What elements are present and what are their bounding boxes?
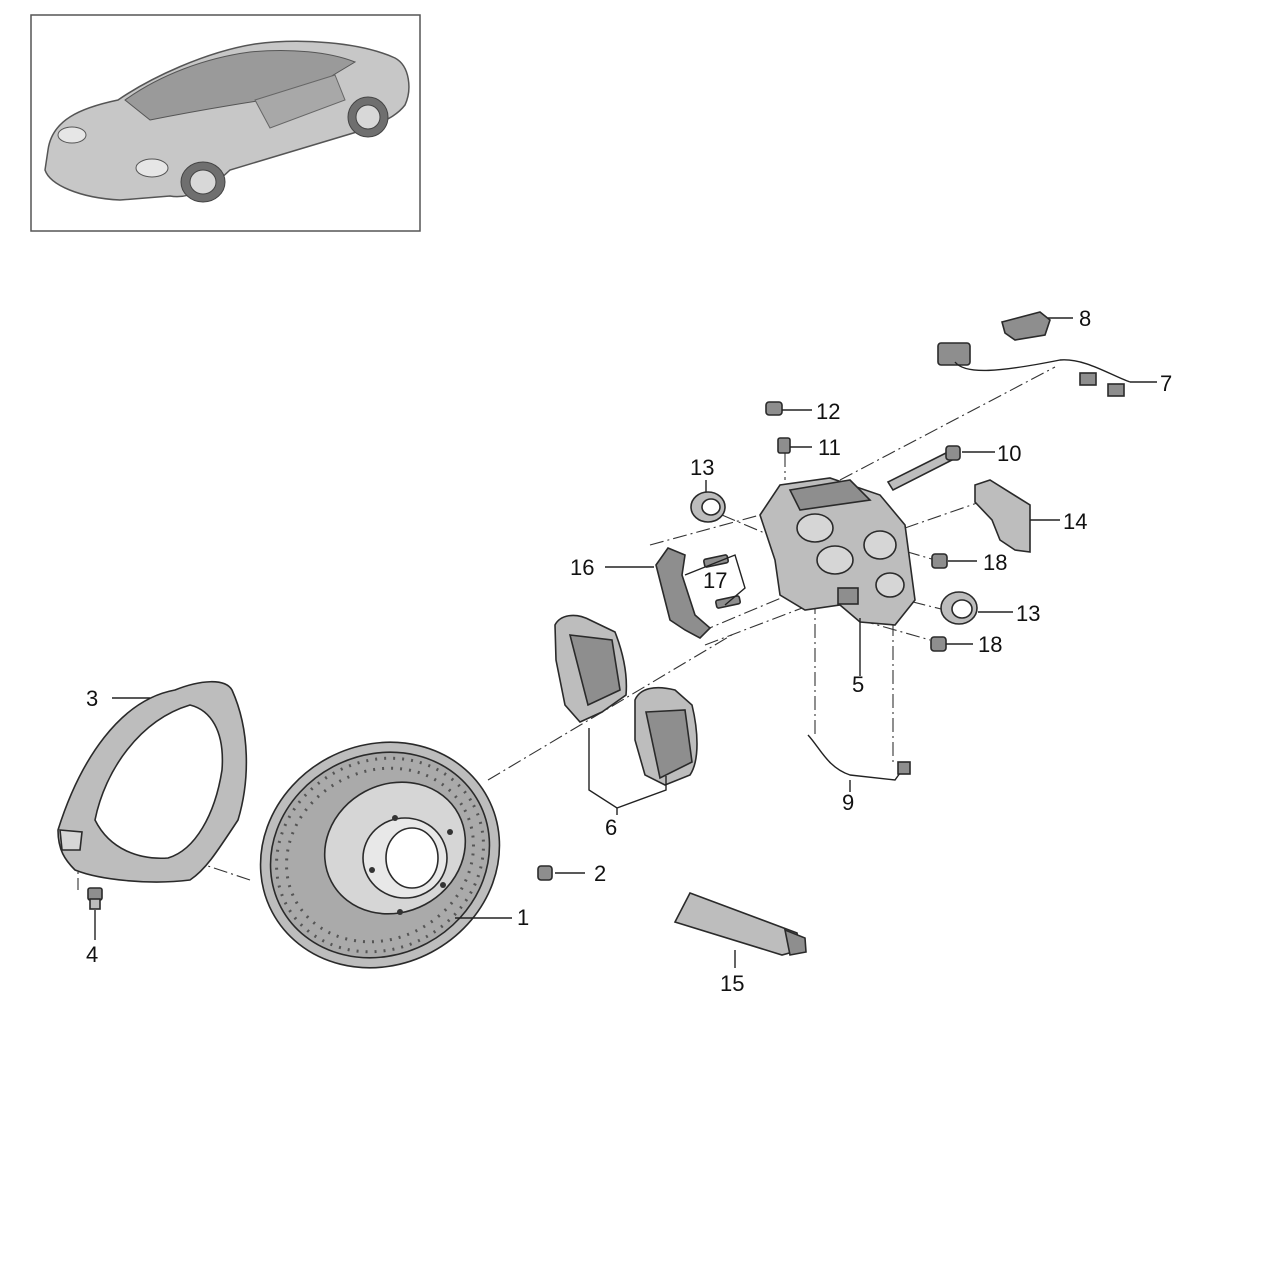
- callout-17: 17: [703, 568, 727, 593]
- piston-seal-lower-part: [940, 591, 978, 625]
- bleed-cap-part: [765, 401, 783, 416]
- car-overview-icon: [44, 40, 410, 203]
- callout-18-upper: 18: [983, 550, 1007, 575]
- caliper-bolt-upper-part: [931, 553, 948, 569]
- wear-sensor-part: [807, 734, 911, 781]
- callout-10: 10: [997, 441, 1021, 466]
- callout-1: 1: [517, 905, 529, 930]
- callout-16: 16: [570, 555, 594, 580]
- shield-screw-part: [87, 887, 103, 910]
- spring-clip-part: [974, 479, 1031, 553]
- brake-caliper-part: [759, 477, 916, 626]
- disc-screw-part: [537, 865, 553, 881]
- grease-tube-part: [673, 892, 807, 956]
- callout-labels: 1 2 3 4 5 6 7 8 9 10 11 12 13 13 14 15 1…: [86, 306, 1172, 996]
- callout-9: 9: [842, 790, 854, 815]
- caliper-pin-part: [886, 445, 961, 492]
- brake-disc-part: [259, 741, 501, 969]
- callout-18-lower: 18: [978, 632, 1002, 657]
- wear-sensor-wire-part: [937, 342, 1131, 397]
- piston-seal-upper-part: [690, 491, 726, 523]
- brake-pads-part: [554, 614, 698, 786]
- pad-bracket-part: [655, 547, 712, 639]
- callout-15: 15: [720, 971, 744, 996]
- callout-5: 5: [852, 672, 864, 697]
- sensor-holder-part: [1001, 311, 1051, 341]
- callout-6: 6: [605, 815, 617, 840]
- callout-7: 7: [1160, 371, 1172, 396]
- callout-13-upper: 13: [690, 455, 714, 480]
- overview-thumbnail: [30, 14, 421, 232]
- callout-8: 8: [1079, 306, 1091, 331]
- callout-11: 11: [818, 435, 841, 460]
- callout-2: 2: [594, 861, 606, 886]
- callout-13-lower: 13: [1016, 601, 1040, 626]
- bleed-valve-part: [777, 437, 791, 454]
- caliper-bolt-lower-part: [930, 636, 947, 652]
- callout-12: 12: [816, 399, 840, 424]
- callout-3: 3: [86, 686, 98, 711]
- callout-4: 4: [86, 942, 98, 967]
- leader-lines: [94, 317, 1157, 968]
- brake-shield-part: [57, 680, 248, 883]
- callout-14: 14: [1063, 509, 1087, 534]
